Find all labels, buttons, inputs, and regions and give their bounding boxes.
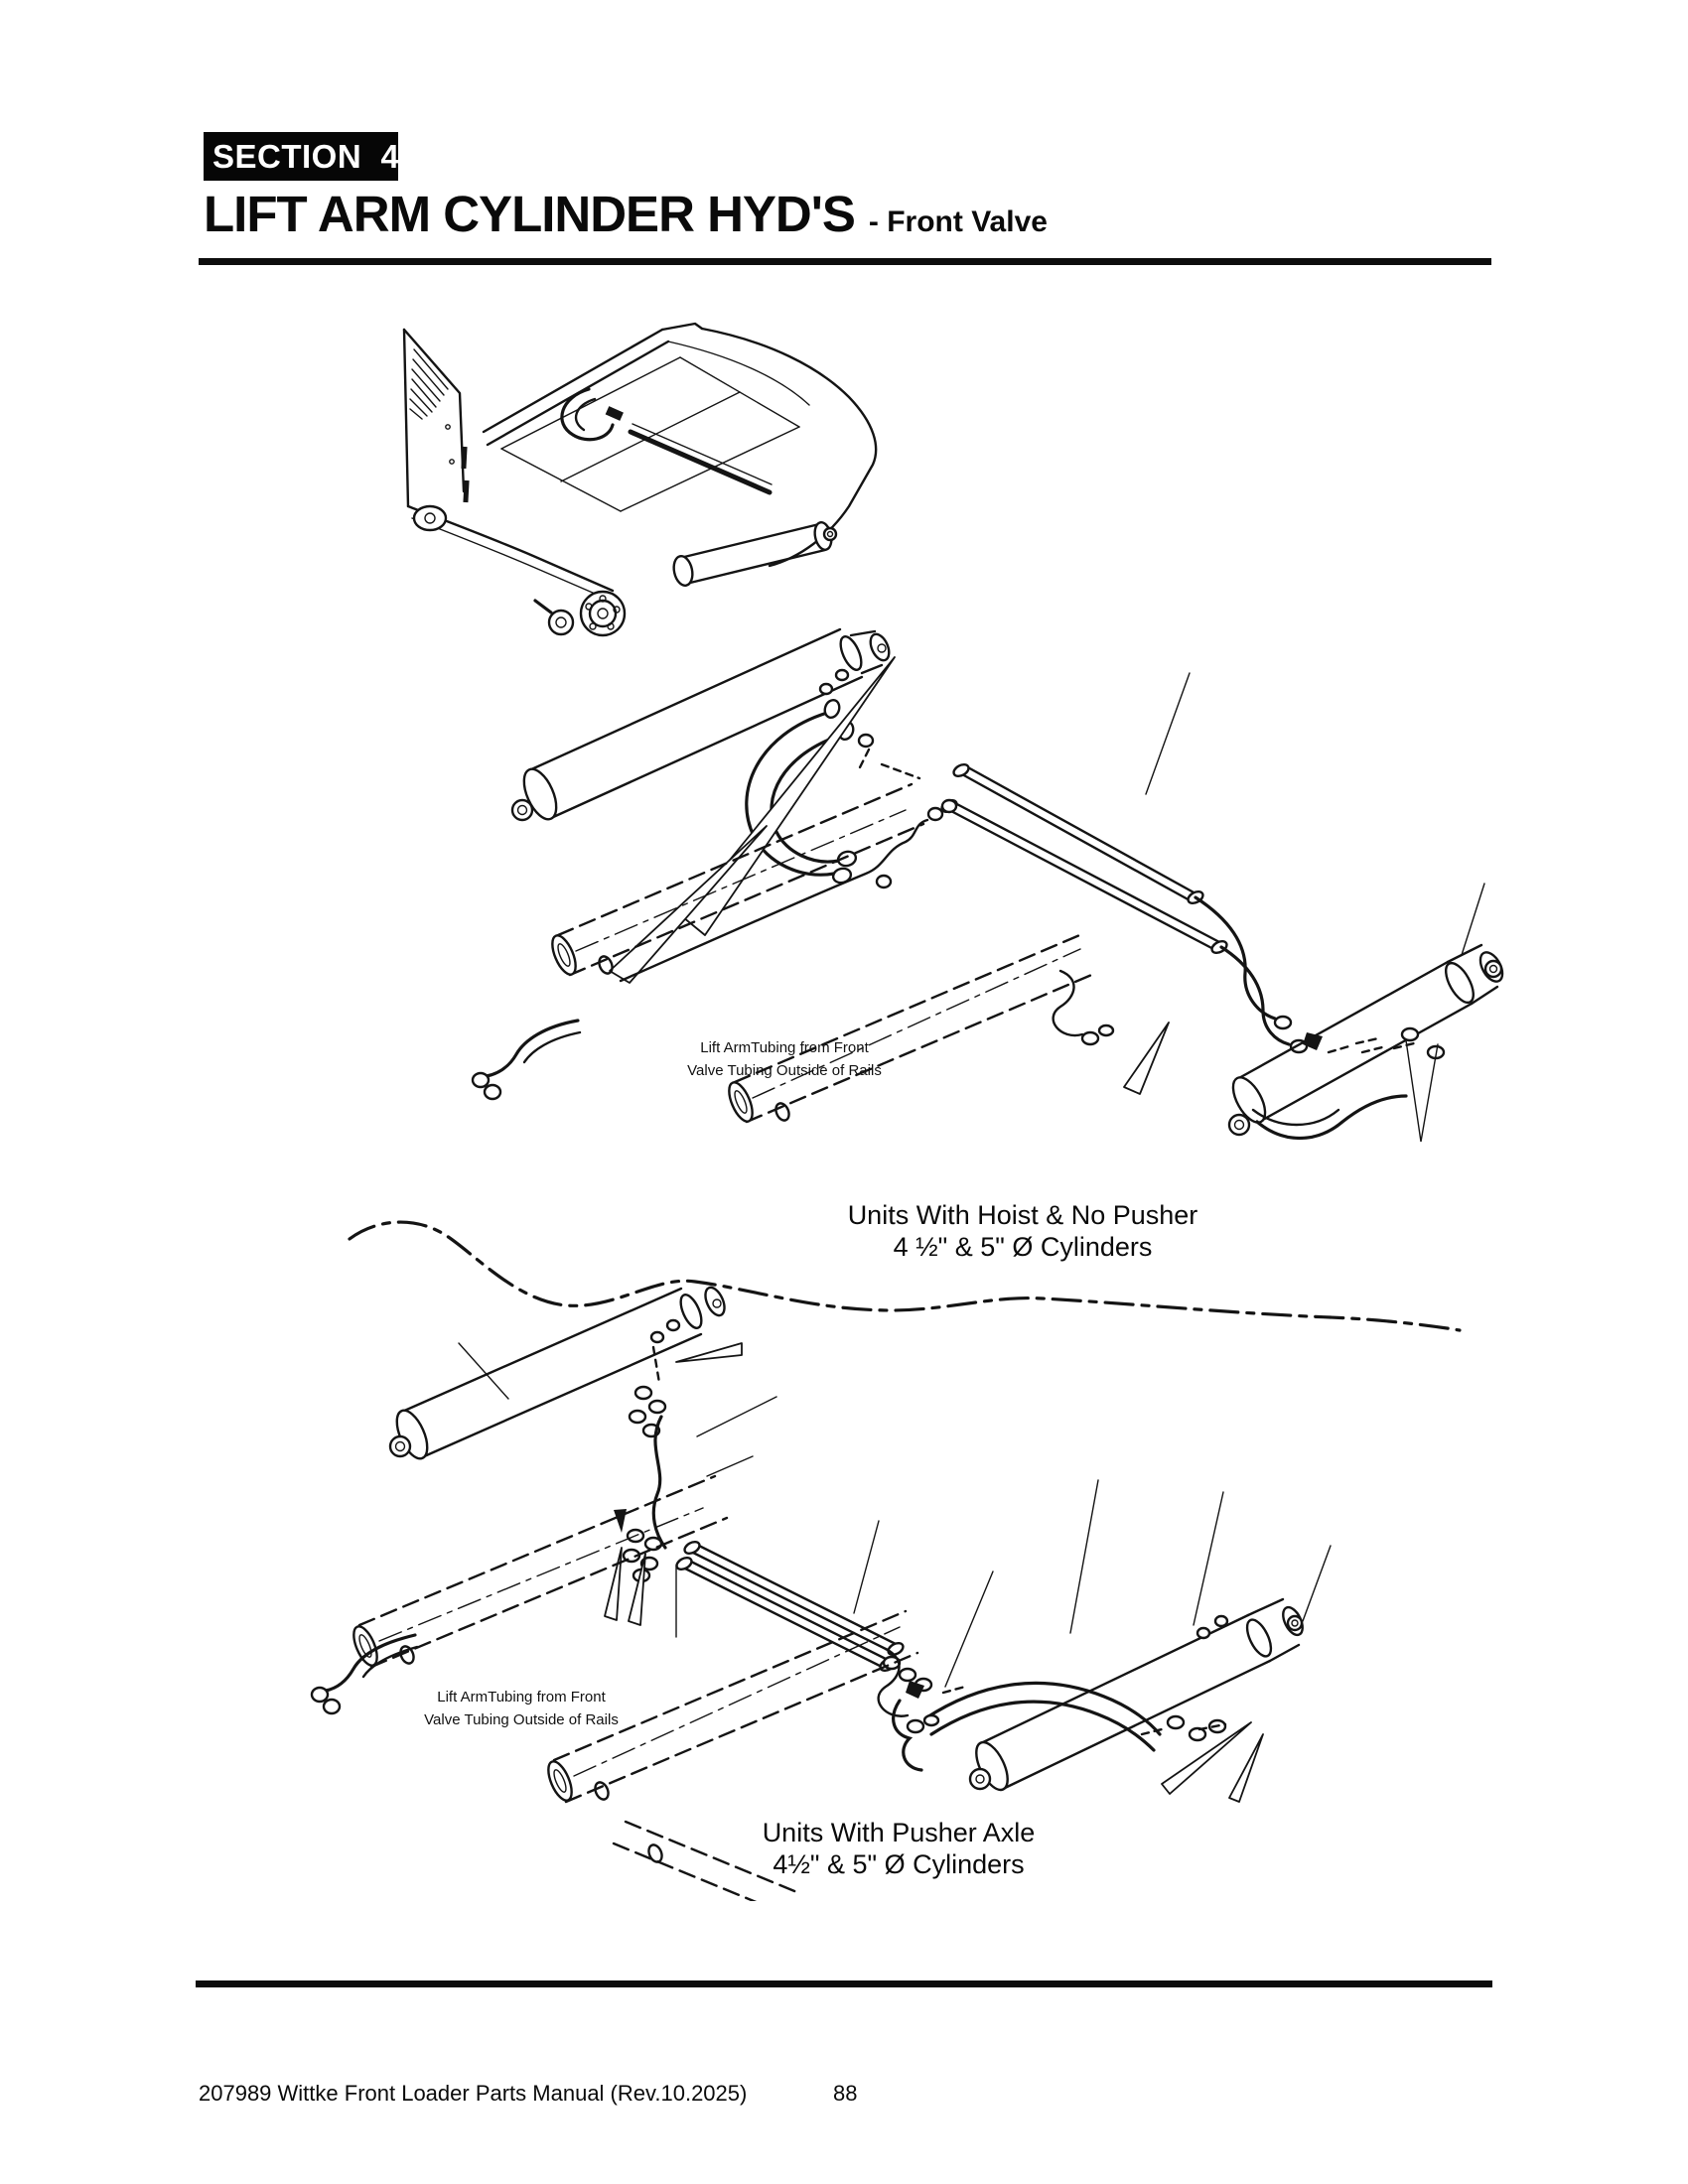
lift-cylinder-left (510, 627, 891, 822)
lift-cylinder-right (1227, 943, 1504, 1143)
footer-page-number: 88 (833, 2081, 858, 2106)
lift-cylinder-right (968, 1597, 1304, 1803)
section-badge: SECTION 4 (204, 132, 399, 181)
chassis-left-panel (402, 328, 470, 508)
divider-curve (348, 1220, 1462, 1332)
footer-rule (196, 1980, 1492, 1987)
chassis-body-outline (406, 327, 878, 601)
lift-cylinder-left (388, 1286, 726, 1460)
chassis-front-cylinder (672, 521, 838, 587)
footer-manual-title: 207989 Wittke Front Loader Parts Manual … (199, 2081, 748, 2106)
pusher-caption: Units With Pusher Axle 4½" & 5" Ø Cylind… (762, 1818, 1036, 1879)
header-rule (199, 258, 1491, 265)
pusher-diagram (310, 1286, 1332, 1901)
page-title-suffix: - Front Valve (868, 205, 1048, 238)
rail-tubing (471, 798, 1115, 1101)
lift-arm-rails (352, 1474, 919, 1901)
page-title: LIFT ARM CYLINDER HYD'S - Front Valve (204, 185, 1048, 243)
lift-arm-tubing-label-hoist: Lift ArmTubing from Front Valve Tubing O… (687, 1039, 882, 1079)
chassis-wheel-hub (412, 504, 627, 637)
leader-arrows (609, 656, 1485, 1095)
chassis-hose-loop (560, 387, 773, 495)
hoist-diagram (471, 627, 1504, 1143)
lift-arm-tubing-label-pusher: Lift ArmTubing from Front Valve Tubing O… (424, 1689, 619, 1728)
chassis-hose-end-fitting (533, 599, 575, 636)
rail-tubing (310, 1633, 940, 1734)
hose-loops (892, 1681, 1162, 1772)
page-title-main: LIFT ARM CYLINDER HYD'S (204, 186, 856, 242)
chassis-illustration (402, 322, 878, 637)
steel-tubes (675, 1479, 1332, 1699)
hoist-caption: Units With Hoist & No Pusher 4 ½" & 5" Ø… (847, 1200, 1198, 1262)
steel-tubes (940, 763, 1380, 1054)
fitting-chain (604, 1342, 777, 1638)
lift-arm-rails (551, 782, 1098, 1124)
